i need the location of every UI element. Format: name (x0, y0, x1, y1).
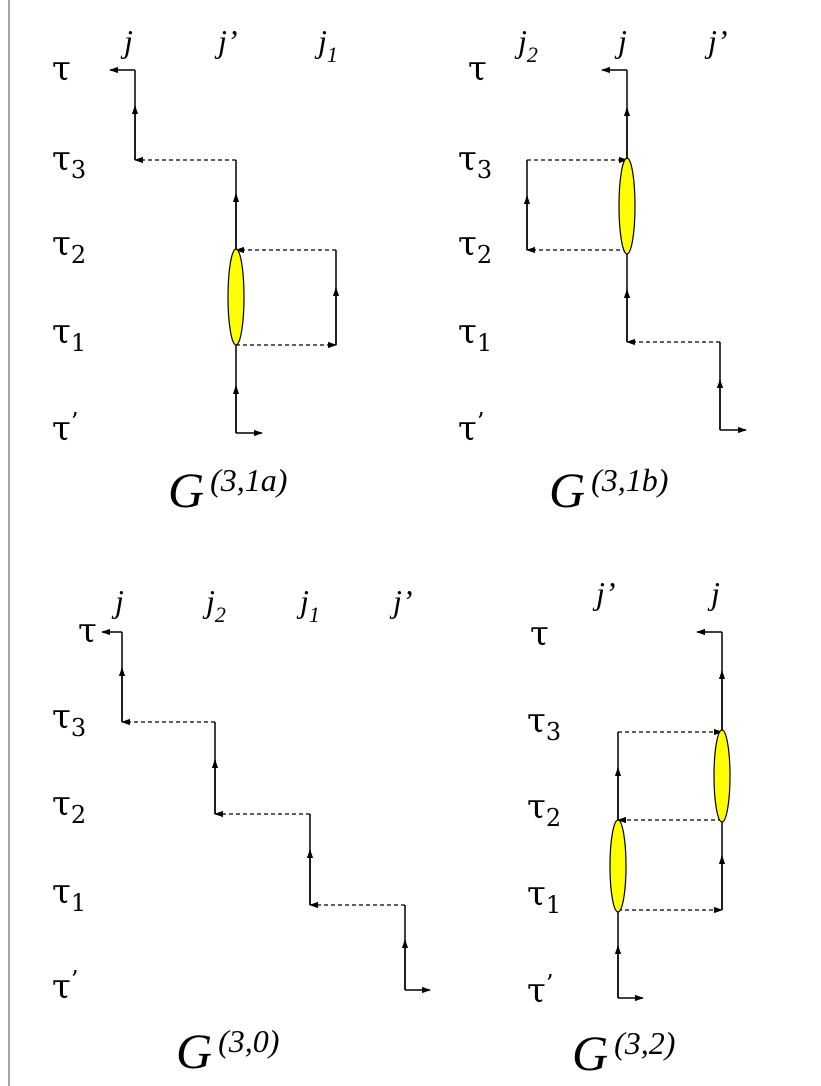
time-label-tau2: τ2 (527, 787, 561, 832)
panel-g31b: τ τ3 τ2 τ1 τ’ j2 j j’ G(3,1b) (458, 23, 747, 518)
interaction-bubble (618, 157, 636, 255)
site-labels: j’ j (592, 575, 720, 611)
time-label-tau1: τ1 (52, 312, 86, 357)
panel-g31a: τ τ3 τ2 τ1 τ’ j j’ j1 G(3,1a) (52, 23, 340, 518)
diagram-label-g31a: G(3,1a) (168, 462, 287, 518)
interaction-bubble-lower (609, 819, 627, 913)
time-label-tau: τ (52, 49, 71, 89)
panel-g30: τ τ3 τ2 τ1 τ’ j j2 j1 j’ G(3,0) (52, 583, 431, 1079)
time-label-tau-prime: τ’ (52, 408, 78, 449)
time-label-tau3: τ3 (458, 139, 492, 184)
panel-g32: τ τ3 τ2 τ1 τ’ j’ j G(3,2) (527, 575, 731, 1081)
time-label-tau1: τ1 (52, 872, 86, 917)
site-label-j2: j2 (514, 23, 538, 67)
time-labels: τ τ3 τ2 τ1 τ’ (52, 49, 86, 449)
propagator-lines (109, 66, 340, 437)
site-label-j-prime: j’ (704, 23, 728, 59)
time-label-tau2: τ2 (458, 224, 492, 269)
site-label-j: j (614, 23, 627, 59)
propagator-lines (101, 628, 431, 994)
site-label-j1: j1 (314, 23, 338, 67)
time-labels: τ τ3 τ2 τ1 τ’ (52, 611, 97, 1007)
time-label-tau: τ (530, 614, 549, 654)
site-label-j: j (707, 575, 720, 611)
site-label-j-prime: j’ (592, 575, 616, 611)
interaction-bubble-upper (713, 729, 731, 823)
site-label-j: j (111, 583, 124, 619)
time-label-tau: τ (468, 49, 487, 89)
time-label-tau: τ (78, 611, 97, 651)
diagram-label-g30: G(3,0) (176, 1023, 279, 1079)
interaction-bubble (227, 248, 245, 346)
site-labels: j2 j j’ (514, 23, 728, 67)
time-label-tau2: τ2 (52, 784, 86, 829)
propagator-lines (523, 66, 747, 434)
time-label-tau3: τ3 (52, 697, 86, 742)
site-label-j1: j1 (296, 583, 320, 627)
diagram-label-g32: G(3,2) (572, 1025, 675, 1081)
site-label-j: j (120, 23, 133, 59)
time-label-tau3: τ3 (527, 701, 561, 746)
propagator-lines (614, 628, 726, 1002)
time-labels: τ τ3 τ2 τ1 τ’ (458, 49, 492, 449)
site-label-j-prime: j’ (214, 23, 238, 59)
site-labels: j j2 j1 j’ (111, 583, 413, 627)
site-label-j2: j2 (202, 583, 226, 627)
time-label-tau1: τ1 (458, 312, 492, 357)
time-label-tau2: τ2 (52, 224, 86, 269)
time-label-tau-prime: τ’ (458, 408, 484, 449)
time-label-tau-prime: τ’ (52, 966, 78, 1007)
site-label-j-prime: j’ (389, 583, 413, 619)
time-labels: τ τ3 τ2 τ1 τ’ (527, 614, 561, 1011)
time-label-tau3: τ3 (52, 139, 86, 184)
diagram-label-g31b: G(3,1b) (549, 462, 668, 518)
time-label-tau-prime: τ’ (527, 970, 553, 1011)
time-label-tau1: τ1 (527, 874, 561, 919)
site-labels: j j’ j1 (120, 23, 338, 67)
